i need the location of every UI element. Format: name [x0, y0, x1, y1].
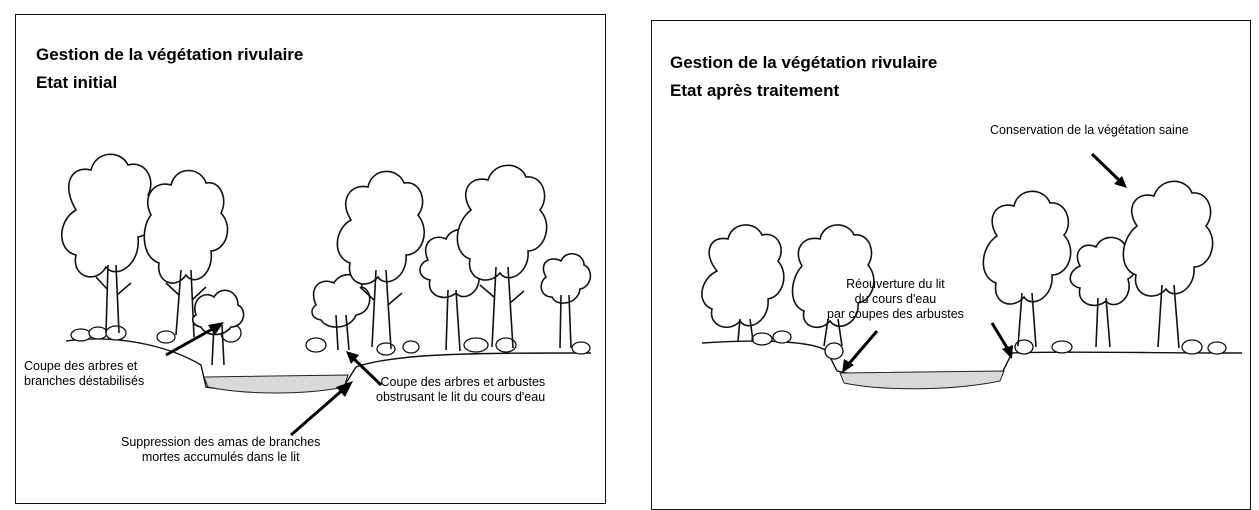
panel-title: Gestion de la végétation rivulaire	[670, 53, 938, 72]
arrow-conservation	[1090, 152, 1127, 188]
label-line: mortes accumulés dans le lit	[141, 450, 300, 464]
tree	[540, 253, 592, 349]
label-line: Réouverture du lit	[846, 277, 945, 291]
tree	[1122, 180, 1214, 349]
panel-after-treatment: Gestion de la végétation rivulaire Etat …	[651, 20, 1251, 510]
panel-subtitle: Etat initial	[36, 73, 118, 92]
label-line: Suppression des amas de branches	[121, 435, 321, 449]
label-line: par coupes des arbustes	[827, 307, 964, 321]
river-water	[203, 374, 349, 394]
tree	[701, 224, 785, 342]
arrow-cut-obstructing	[346, 351, 383, 387]
tree	[143, 169, 229, 338]
shrubs-left	[70, 323, 242, 344]
label-remove-branches: Suppression des amas de branches mortes …	[121, 435, 320, 465]
tree	[456, 164, 548, 349]
tree	[982, 190, 1072, 348]
arrow-reopening-right	[990, 322, 1013, 359]
riverbank-illustration-after	[701, 152, 1243, 390]
tree	[311, 274, 371, 351]
label-line: obstrusant le lit du cours d'eau	[376, 390, 546, 404]
tree	[791, 224, 875, 347]
label-line: Coupe des arbres et	[24, 359, 138, 373]
shrubs-right	[1014, 339, 1227, 355]
shrubs-left	[751, 330, 844, 360]
panel-initial-state: Gestion de la végétation rivulaire Etat …	[15, 14, 606, 504]
label-cut-destabilised: Coupe des arbres et branches déstabilisé…	[24, 359, 144, 389]
tree	[336, 170, 425, 350]
river-water	[839, 370, 1005, 390]
arrow-reopening-left	[842, 330, 879, 373]
tree	[1069, 236, 1138, 348]
label-reopening: Réouverture du lit du cours d'eau par co…	[827, 277, 964, 322]
label-line: branches déstabilisés	[24, 374, 145, 388]
label-line: Coupe des arbres et arbustes	[380, 375, 546, 389]
label-conservation: Conservation de la végétation saine	[990, 123, 1189, 137]
label-cut-obstructing: Coupe des arbres et arbustes obstrusant …	[376, 375, 545, 405]
panel-subtitle: Etat après traitement	[670, 81, 840, 100]
label-line: du cours d'eau	[854, 292, 937, 306]
panel-title: Gestion de la végétation rivulaire	[36, 45, 304, 64]
riverbank-illustration-initial	[61, 153, 592, 437]
tree	[61, 153, 156, 334]
tree	[191, 289, 245, 366]
arrow-remove-branches	[290, 381, 353, 437]
arrow-cut-destabilised	[165, 322, 224, 357]
